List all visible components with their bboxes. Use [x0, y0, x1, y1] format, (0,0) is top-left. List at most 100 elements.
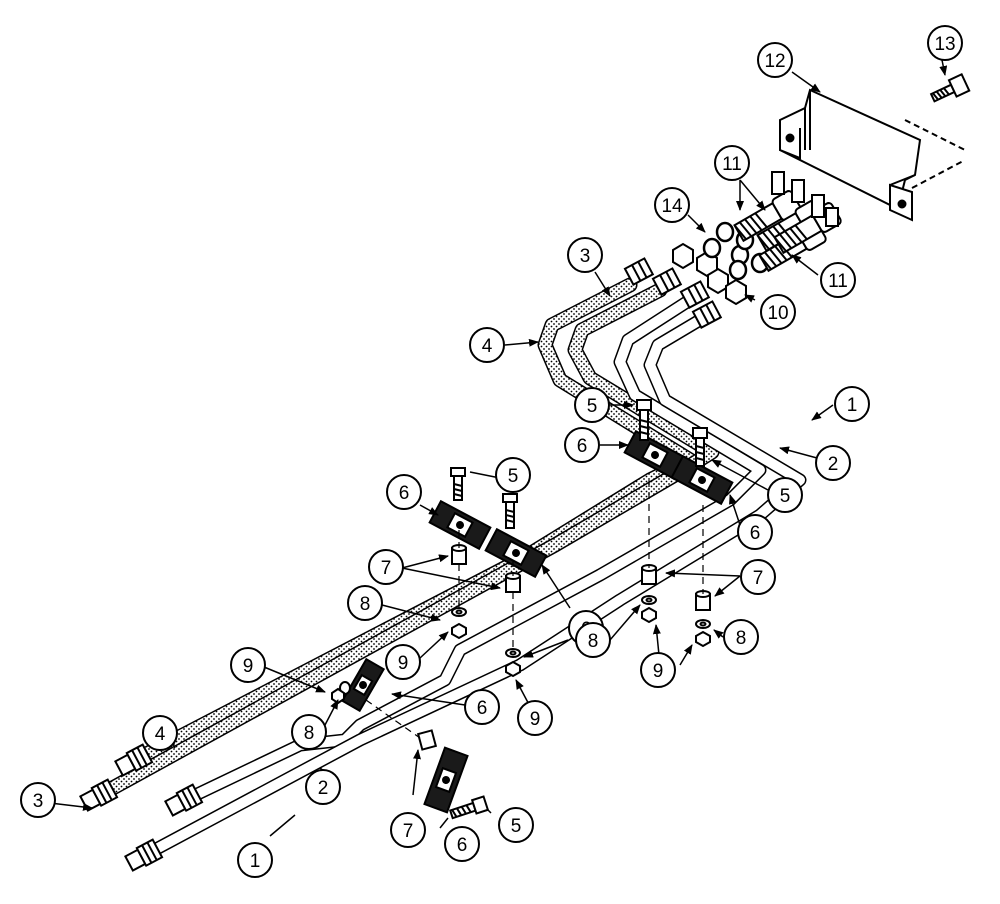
callout-14: 14: [654, 187, 690, 223]
callout-6a: 6: [386, 474, 422, 510]
leader-13: [939, 59, 948, 76]
callout-7b: 7: [740, 559, 776, 595]
svg-text:7: 7: [753, 568, 764, 589]
washers-8: [339, 595, 711, 695]
clamp-middle-2: [484, 527, 548, 579]
svg-text:5: 5: [511, 816, 522, 837]
clamp-upper-2: [670, 454, 734, 506]
svg-text:5: 5: [780, 486, 791, 507]
screw-5-b: [502, 493, 518, 529]
callout-8a: 8: [347, 585, 383, 621]
svg-text:9: 9: [530, 709, 541, 730]
leader-8c: [609, 604, 641, 641]
leader-8a: [381, 604, 441, 622]
callout-3b: 3: [567, 237, 603, 273]
leader-7c: [665, 569, 741, 578]
tube-2: [178, 293, 767, 807]
fitting-nuts-10: [672, 242, 747, 306]
cap-screws-5: [448, 399, 708, 820]
callout-9a: 9: [230, 647, 266, 683]
tube-end-fittings: [78, 743, 204, 872]
callout-9c: 9: [517, 700, 553, 736]
leader-3a: [49, 802, 93, 811]
svg-text:11: 11: [722, 154, 742, 175]
leader-5e: [487, 809, 492, 814]
leader-1a: [269, 814, 296, 837]
clamp-lower-1: [340, 657, 386, 713]
leader-11a: [739, 179, 766, 211]
leader-9e: [679, 644, 693, 666]
leader-14: [687, 214, 706, 233]
callout-12: 12: [757, 42, 793, 78]
callout-9b: 9: [385, 644, 421, 680]
svg-text:2: 2: [828, 454, 839, 475]
leader-6c: [729, 494, 741, 526]
callout-11b: 11: [820, 262, 856, 298]
leader-8b: [523, 639, 569, 658]
leader-6d: [541, 564, 571, 609]
leader-9a: [263, 666, 326, 693]
leader-5d: [711, 459, 769, 491]
tube-2-end-fitting: [163, 783, 204, 817]
callout-9d: 9: [640, 652, 676, 688]
screw-5-a: [450, 467, 466, 501]
svg-text:9: 9: [398, 653, 409, 674]
svg-text:5: 5: [587, 396, 598, 417]
callout-7c: 7: [390, 812, 426, 848]
svg-text:3: 3: [33, 791, 44, 812]
leader-4b: [504, 338, 539, 347]
svg-text:2: 2: [318, 778, 329, 799]
svg-text:6: 6: [477, 698, 488, 719]
callout-5a: 5: [495, 457, 531, 493]
leader-7e: [412, 749, 421, 796]
svg-text:9: 9: [653, 661, 664, 682]
svg-text:7: 7: [381, 558, 392, 579]
callout-10: 10: [760, 294, 796, 330]
tube-1-end-fitting: [123, 838, 164, 872]
svg-text:12: 12: [764, 51, 785, 72]
clamp-lower-2: [423, 746, 469, 814]
leader-7a: [401, 554, 449, 569]
svg-text:6: 6: [750, 523, 761, 544]
svg-text:8: 8: [360, 594, 371, 615]
leader-8e: [324, 699, 339, 726]
leader-7d: [714, 575, 741, 597]
leader-3b: [594, 271, 611, 297]
clamp-middle-1: [428, 499, 492, 551]
svg-text:6: 6: [399, 483, 410, 504]
svg-text:8: 8: [588, 631, 599, 652]
callout-4b: 4: [469, 327, 505, 363]
hose-3-end-fitting: [78, 778, 119, 812]
callout-2b: 2: [815, 445, 851, 481]
svg-text:6: 6: [457, 835, 468, 856]
bolt-13: [929, 72, 971, 103]
leader-1b: [811, 404, 834, 421]
leader-5a: [469, 471, 501, 479]
leader-9b: [419, 631, 449, 659]
leader-10: [744, 294, 756, 303]
callout-bubbles: 1 1 2 2 3 3 4 4 5 5 5 5 6 6 6 6 6 6 7 7 …: [20, 25, 963, 878]
svg-text:5: 5: [508, 466, 519, 487]
svg-text:1: 1: [250, 851, 261, 872]
callout-7a: 7: [368, 549, 404, 585]
svg-text:10: 10: [767, 303, 788, 324]
callout-5d: 5: [498, 807, 534, 843]
callout-6c: 6: [737, 514, 773, 550]
callout-2a: 2: [305, 769, 341, 805]
leader-12: [791, 71, 821, 93]
leader-8d: [713, 629, 724, 639]
leader-6e: [391, 691, 466, 706]
callout-8d: 8: [291, 714, 327, 750]
svg-text:3: 3: [580, 246, 591, 267]
svg-text:7: 7: [403, 821, 414, 842]
mounting-bracket-12: [779, 88, 966, 222]
leader-6a: [419, 504, 439, 516]
callout-8b: 8: [575, 622, 611, 658]
callout-6e: 6: [464, 689, 500, 725]
screw-5-d: [692, 427, 708, 467]
svg-text:8: 8: [736, 628, 747, 649]
callout-5c: 5: [767, 477, 803, 513]
callout-8c: 8: [723, 619, 759, 655]
